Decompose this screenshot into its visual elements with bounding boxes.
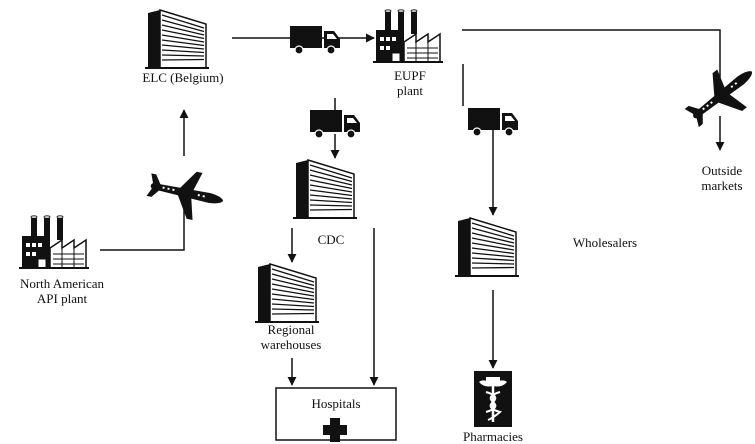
- north-american-api-plant-label: North American API plant: [19, 276, 105, 306]
- wholesalers-warehouse-icon: [454, 217, 520, 277]
- truck-icon: [309, 109, 361, 139]
- hospitals-label: Hospitals: [311, 396, 361, 411]
- edge-eupf-to-outside-markets: [462, 29, 721, 78]
- elc-warehouse-icon: [144, 9, 210, 69]
- regional-warehouses-warehouse-icon: [254, 263, 320, 323]
- edge-api-plant-to-plane: [100, 206, 185, 251]
- cdc-label: CDC: [317, 232, 345, 247]
- truck-icon: [289, 25, 341, 55]
- wholesalers-label: Wholesalers: [572, 235, 638, 250]
- medical-cross-icon: [323, 418, 347, 442]
- outside-markets-label: Outside markets: [701, 163, 743, 193]
- api-plant-factory-icon: [18, 214, 90, 269]
- eupf-plant-label: EUPF plant: [394, 68, 426, 98]
- pharmacies-label: Pharmacies: [463, 429, 523, 444]
- airplane-icon: [143, 162, 228, 226]
- cdc-warehouse-icon: [292, 159, 358, 219]
- elc-belgium-label: ELC (Belgium): [142, 70, 224, 85]
- regional-warehouses-label: Regional warehouses: [260, 322, 322, 352]
- airplane-icon: [677, 53, 755, 139]
- caduceus-icon: [474, 371, 512, 427]
- eupf-factory-icon: [372, 8, 444, 64]
